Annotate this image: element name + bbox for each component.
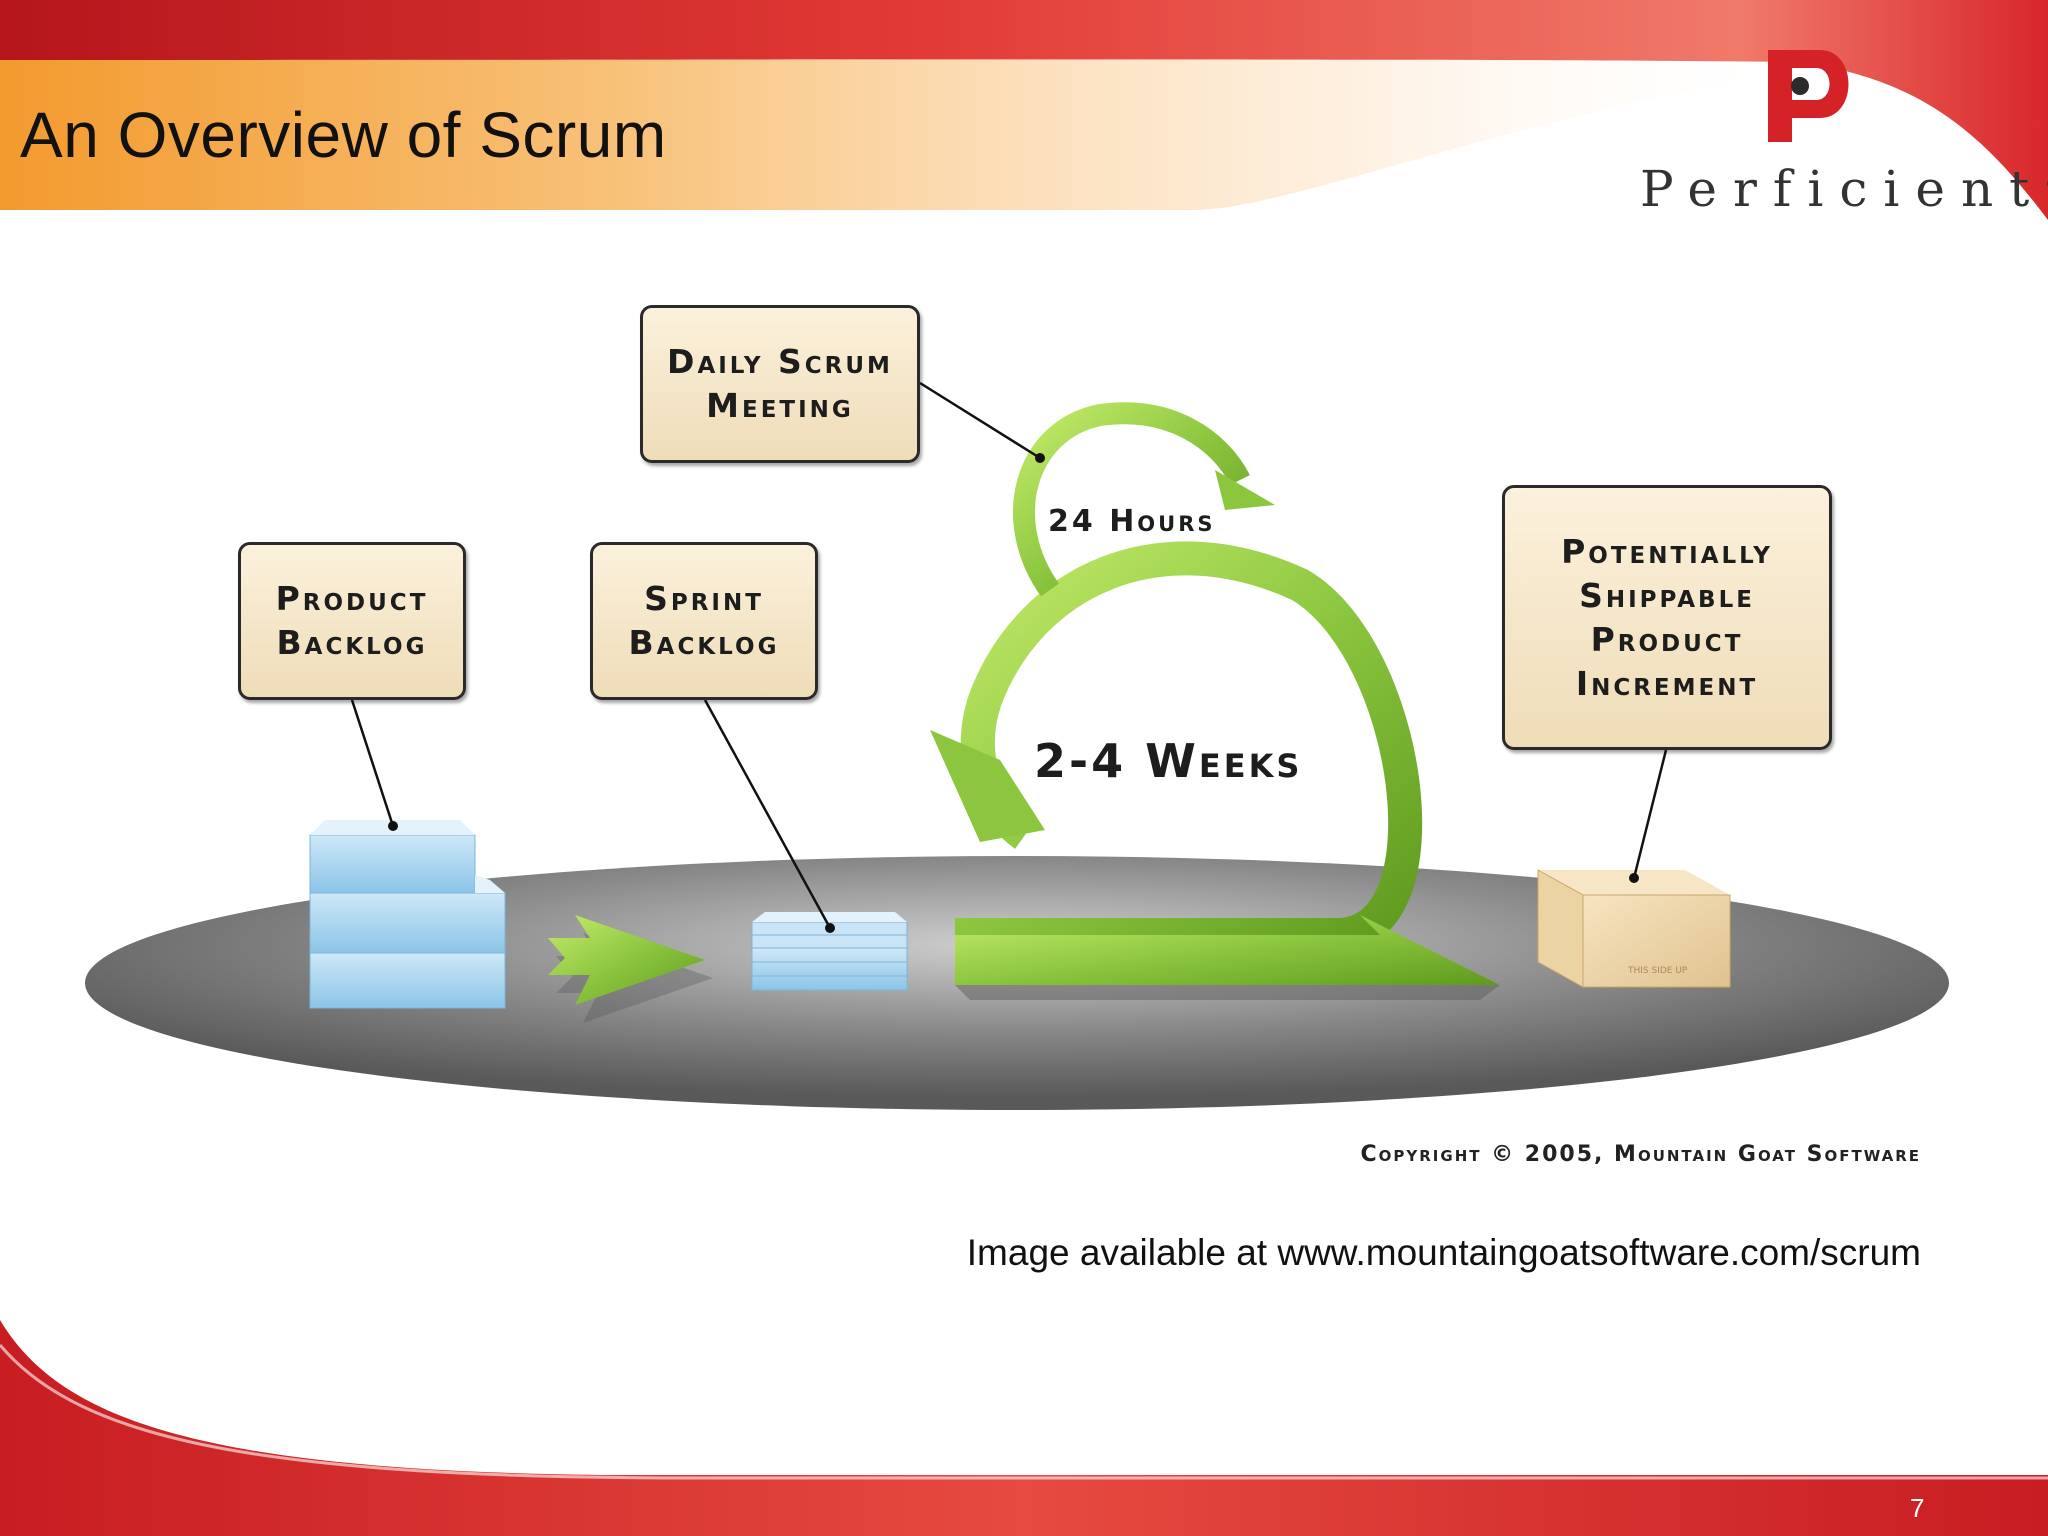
flow-arrow-icon xyxy=(548,915,713,1023)
perficient-logo-icon xyxy=(1768,50,1849,142)
copyright-notice: Copyright © 2005, Mountain Goat Software xyxy=(1360,1142,1921,1167)
bottom-red-band xyxy=(0,1320,2048,1536)
product-backlog-box: Product Backlog xyxy=(238,542,466,700)
weeks-label: 2-4 Weeks xyxy=(1034,734,1303,788)
box-stamp: THIS SIDE UP xyxy=(1628,966,1688,976)
hours-label: 24 Hours xyxy=(1048,504,1216,539)
sprint-loop-arrow-icon xyxy=(930,402,1500,1000)
brand-name: Perficient® xyxy=(1640,160,2048,218)
brand-wordmark: Perficient xyxy=(1640,160,2046,218)
top-red-band xyxy=(0,0,2048,220)
connector-lines xyxy=(350,381,1668,929)
daily-scrum-box: Daily Scrum Meeting xyxy=(640,305,920,463)
slide-title: An Overview of Scrum xyxy=(20,99,667,171)
page-number: 7 xyxy=(1910,1493,1925,1523)
image-source-link[interactable]: Image available at www.mountaingoatsoftw… xyxy=(966,1232,1921,1273)
title-band xyxy=(0,60,1800,210)
sprint-backlog-box: Sprint Backlog xyxy=(590,542,818,700)
increment-box: Potentially Shippable Product Increment xyxy=(1502,485,1832,750)
sprint-backlog-stack-icon xyxy=(751,912,908,991)
registered-mark: ® xyxy=(2045,176,2048,192)
product-backlog-blocks-icon xyxy=(309,820,506,1009)
